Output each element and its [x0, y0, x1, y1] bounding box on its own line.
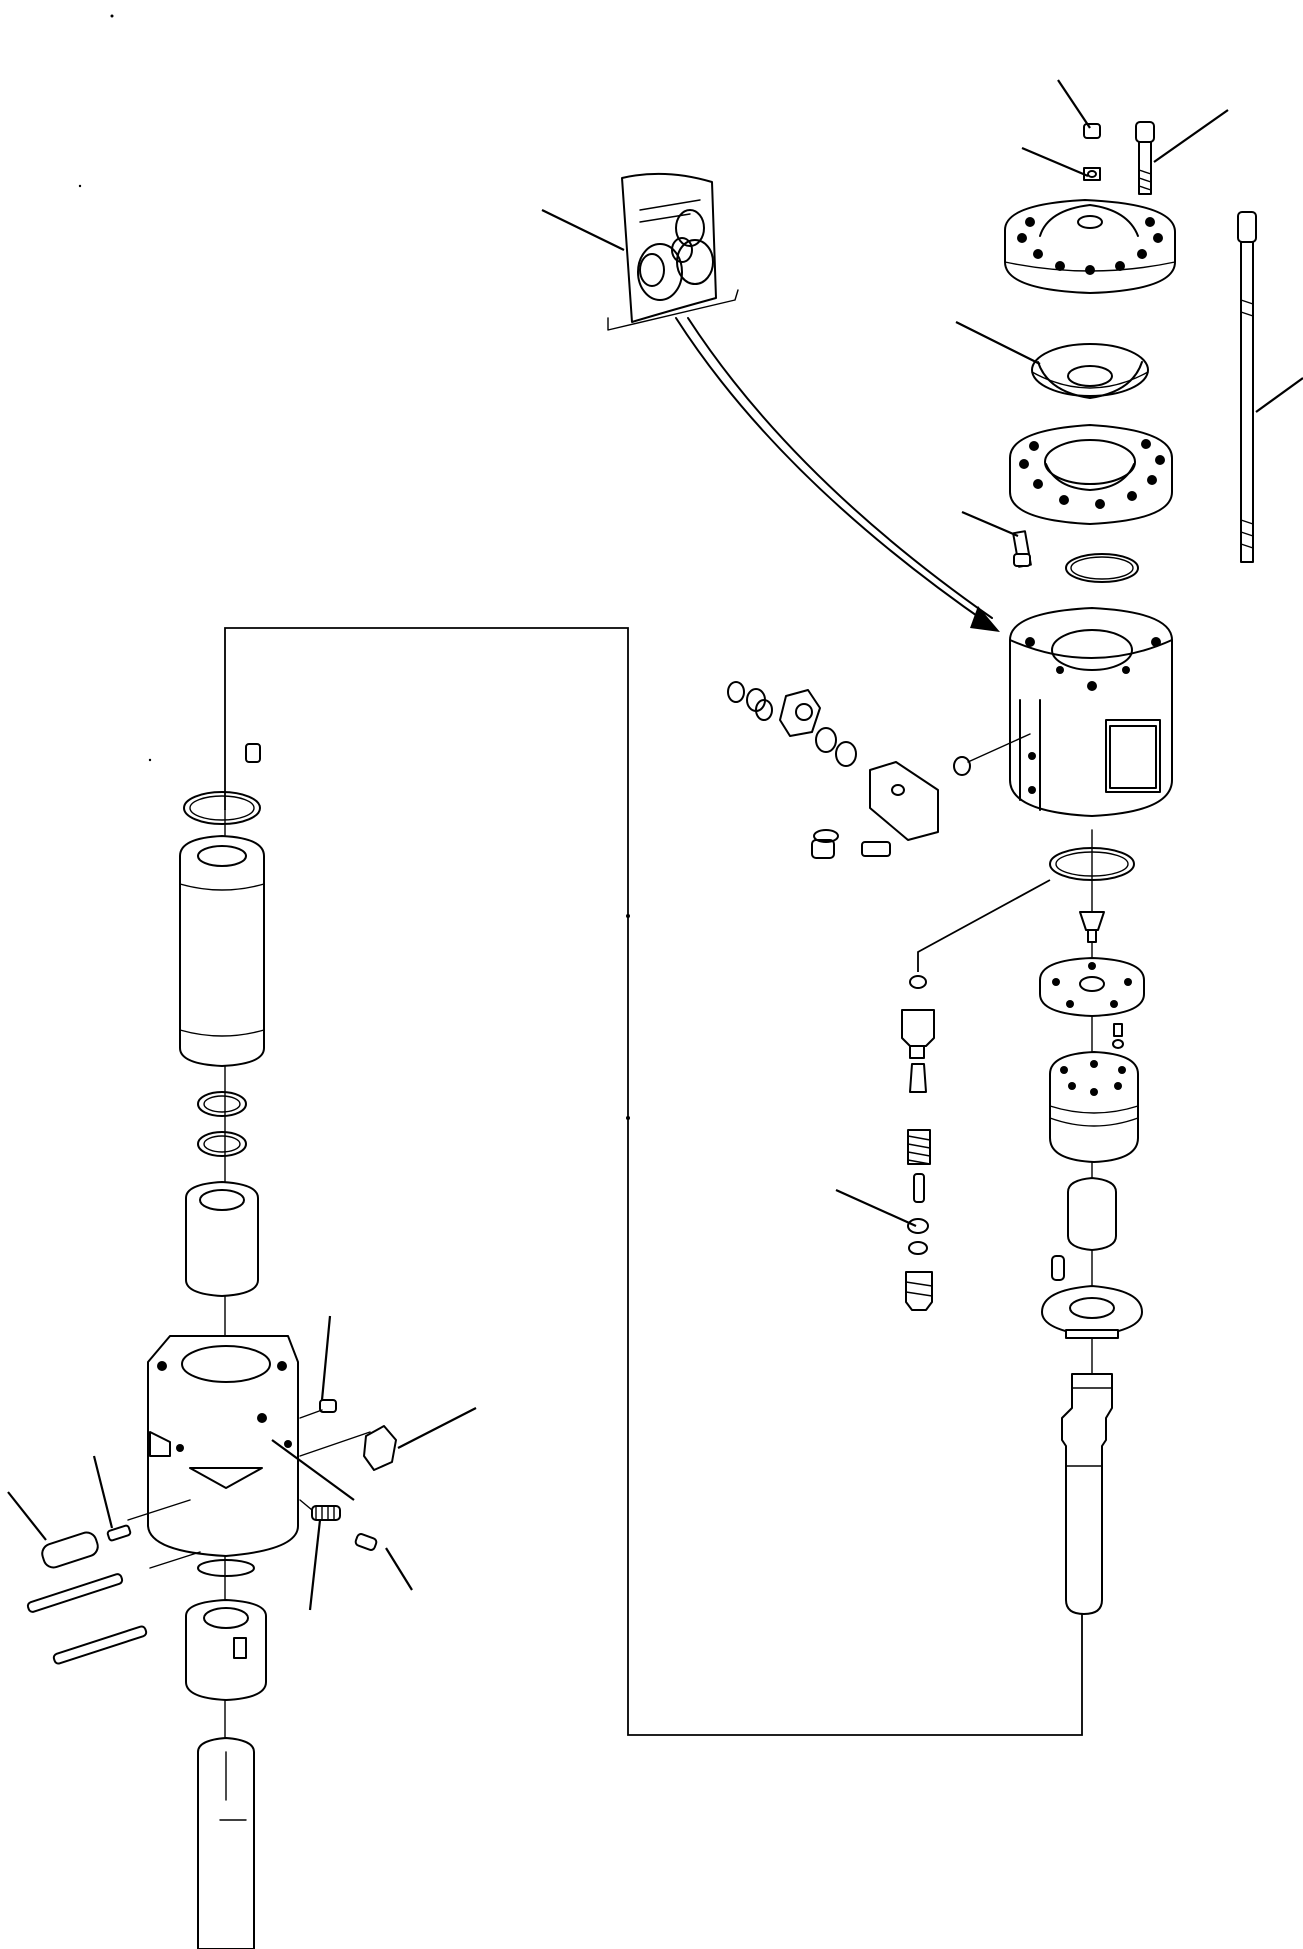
lower-left-pins: [26, 1499, 201, 1665]
side-valve-substack: [901, 879, 1051, 1311]
scan-specks: [78, 14, 630, 1120]
accumulator-housing-plate: [1009, 424, 1173, 525]
main-body: [1009, 607, 1173, 817]
seal-kit-arrow: [675, 317, 1000, 632]
o-ring-upper: [1065, 553, 1139, 583]
valve-stack: [1039, 829, 1145, 1615]
lower-right-fittings: [299, 1399, 397, 1551]
head-cover-plate: [1004, 199, 1176, 294]
callout-leaders: [7, 79, 1303, 1611]
group-connector-line: [224, 627, 1083, 1736]
top-cap-screw: [1083, 123, 1101, 181]
cover-bolt: [1135, 121, 1155, 195]
diaphragm: [1031, 343, 1149, 399]
housing-bolt-small: [1012, 530, 1032, 568]
side-port-fittings: [727, 681, 1031, 859]
seal-kit-pouch: [607, 172, 739, 331]
tie-rod: [1237, 211, 1257, 563]
lower-cylinder-assembly: [147, 743, 299, 1949]
